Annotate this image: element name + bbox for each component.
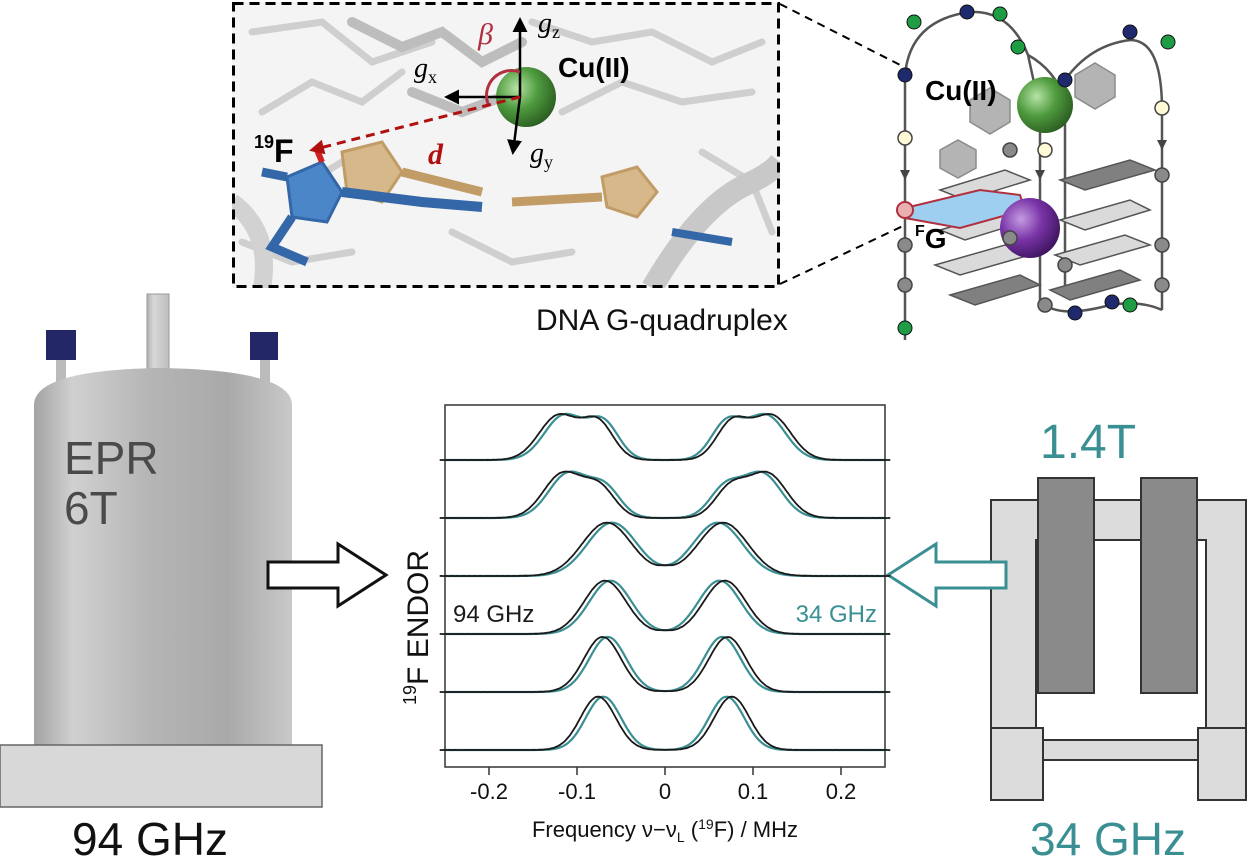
port-left-icon xyxy=(46,330,76,360)
magnet-34-field: 1.4T xyxy=(1040,416,1137,469)
cu-sphere xyxy=(496,67,556,127)
x-tick-label: -0.2 xyxy=(470,779,508,804)
x-tick-label: -0.1 xyxy=(558,779,596,804)
quadruplex-cu-label: Cu(II) xyxy=(925,75,997,106)
trace-94ghz-3 xyxy=(439,521,891,578)
cu-label: Cu(II) xyxy=(558,52,630,83)
tan-nucleotide xyxy=(340,140,659,219)
d-label: d xyxy=(428,138,444,171)
arrow-94-icon xyxy=(266,541,389,609)
inset-connector-lines xyxy=(780,3,911,285)
frequency-94-label: 94 GHz xyxy=(72,813,228,865)
trace-94ghz-0 xyxy=(439,695,891,752)
legend-34ghz: 34 GHz xyxy=(796,601,877,628)
coil-left-icon xyxy=(1037,477,1095,694)
plot-frame xyxy=(444,404,886,768)
gz-label: gz xyxy=(538,8,560,42)
fg-label: FG xyxy=(915,223,947,254)
f19-label: 19F xyxy=(254,132,294,169)
x-tick-label: 0 xyxy=(659,779,671,804)
chart-x-label: Frequency ν−νL (19F) / MHz xyxy=(532,816,798,845)
trace-94ghz-5 xyxy=(439,412,891,462)
trace-94ghz-2 xyxy=(439,579,891,636)
legend-94ghz: 94 GHz xyxy=(453,601,534,628)
structure-inset: gz gx gy β d Cu(II) 19F xyxy=(232,2,780,288)
quadruplex-caption: DNA G-quadruplex xyxy=(536,304,788,337)
arrow-34-icon xyxy=(885,541,1008,609)
g-tetrad-bottom xyxy=(932,234,1153,306)
coil-right-icon xyxy=(1140,477,1198,694)
chart-y-label: 19F ENDOR xyxy=(400,550,435,705)
frequency-34-label: 34 GHz xyxy=(1030,813,1186,865)
gx-label: gx xyxy=(414,53,437,87)
epr-magnet-34ghz xyxy=(990,477,1247,801)
beta-arc xyxy=(485,69,521,105)
quadruplex-cu-sphere xyxy=(1017,77,1073,133)
trace-94ghz-1 xyxy=(439,635,891,694)
trace-94ghz-4 xyxy=(439,470,891,520)
beta-label: β xyxy=(477,18,493,51)
epr-magnet-94ghz xyxy=(0,293,323,808)
distance-vector xyxy=(309,95,521,155)
blue-nucleotide xyxy=(261,160,733,267)
x-tick-label: 0.1 xyxy=(738,779,769,804)
quadruplex-ion-sphere xyxy=(1000,198,1060,258)
magnet-94-line1: EPR xyxy=(64,432,159,484)
magnet-94-line2: 6T xyxy=(64,482,118,534)
x-tick-label: 0.2 xyxy=(826,779,857,804)
gy-axis-arrow xyxy=(507,96,522,155)
g-quadruplex-diagram: Cu(II) FG xyxy=(896,4,1176,340)
port-right-icon xyxy=(250,332,278,360)
gy-label: gy xyxy=(530,138,553,172)
